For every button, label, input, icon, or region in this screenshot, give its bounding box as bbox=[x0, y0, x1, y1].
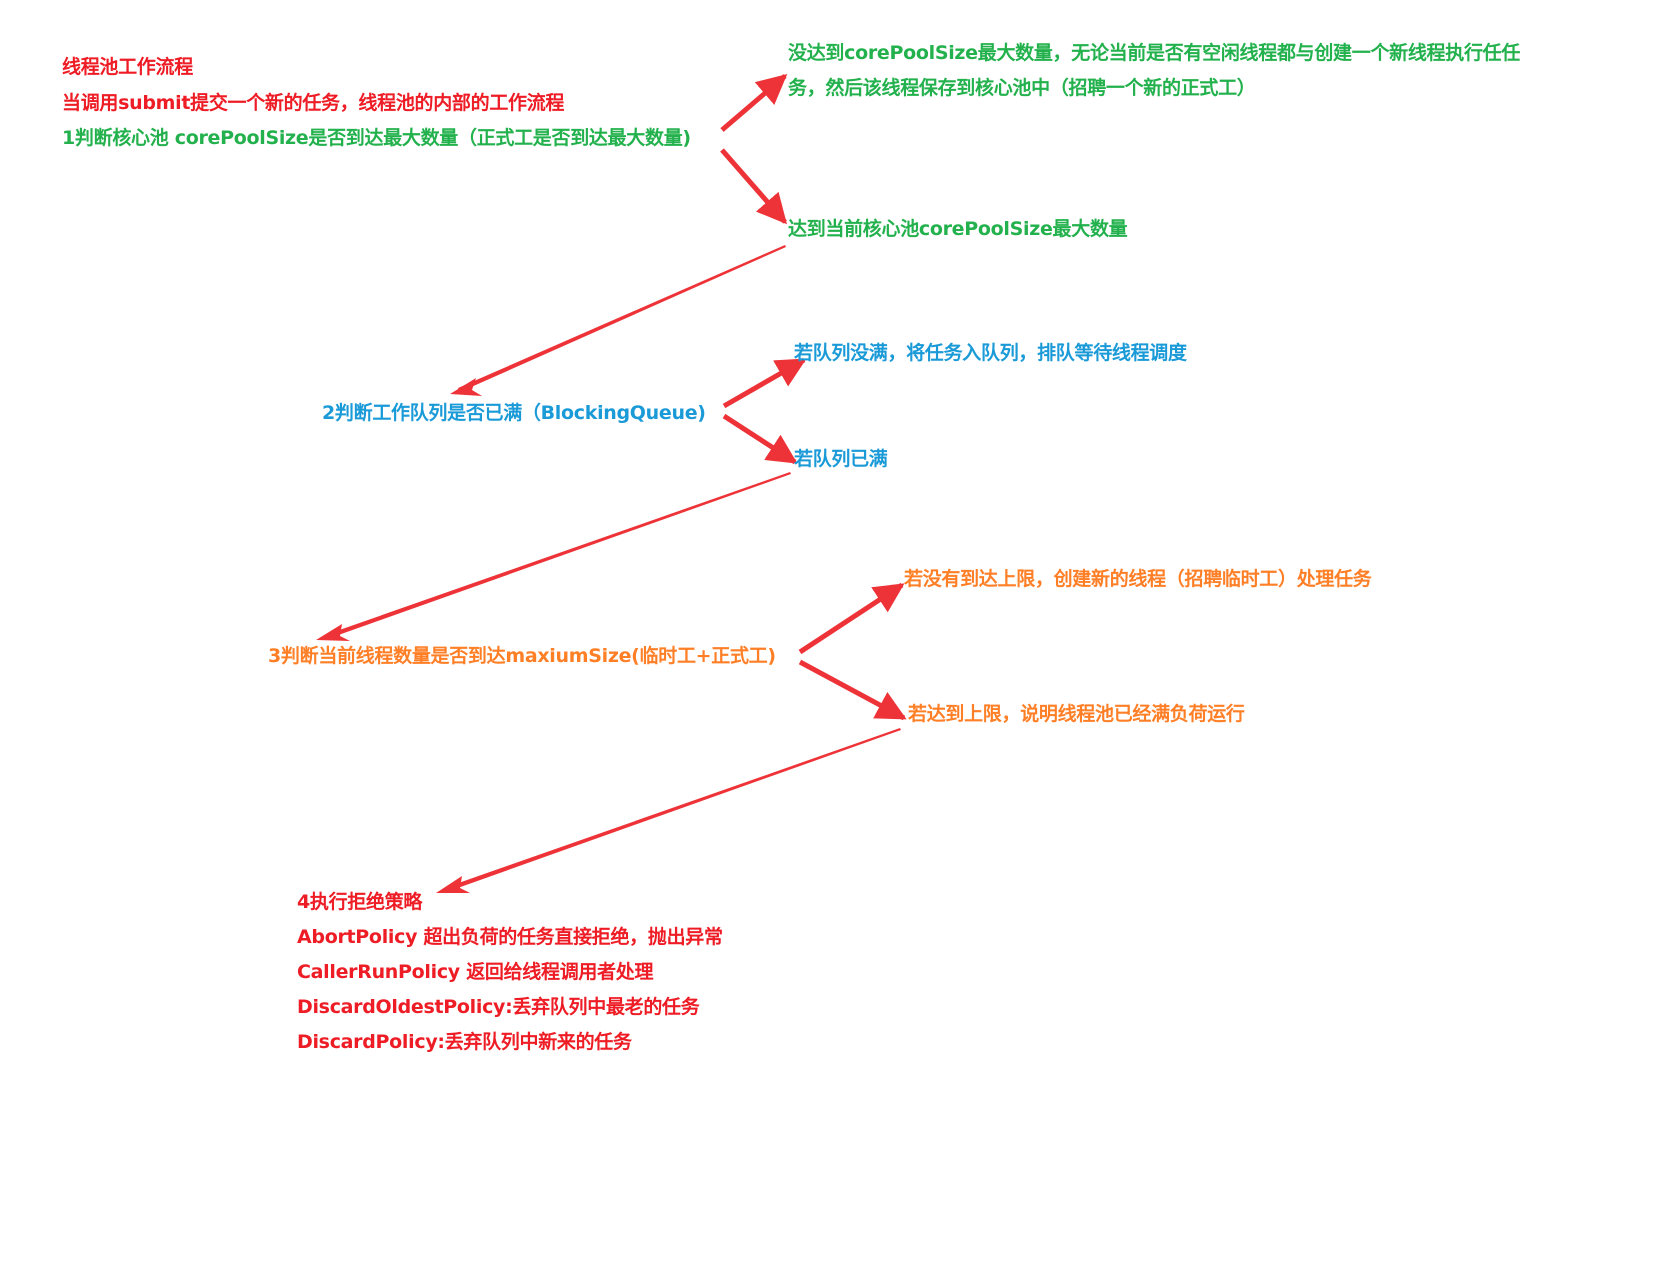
step3-reached: 若达到上限，说明线程池已经满负荷运行 bbox=[908, 703, 1245, 725]
step1-reached: 达到当前核心池corePoolSize最大数量 bbox=[788, 218, 1128, 240]
step2-full: 若队列已满 bbox=[794, 448, 888, 470]
arrow-step1-to-reached bbox=[720, 148, 787, 225]
diagram-subtitle: 当调用submit提交一个新的任务，线程池的内部的工作流程 bbox=[62, 92, 565, 114]
arrow-reached-to-step2 bbox=[458, 245, 786, 392]
step1-not-reached-line1: 没达到corePoolSize最大数量，无论当前是否有空闲线程都与创建一个新线程… bbox=[788, 42, 1521, 64]
policy-discard: DiscardPolicy:丢弃队列中新来的任务 bbox=[297, 1031, 632, 1053]
policy-caller-run: CallerRunPolicy 返回给线程调用者处理 bbox=[297, 961, 654, 983]
step3-not-reached: 若没有到达上限，创建新的线程（招聘临时工）处理任务 bbox=[904, 568, 1372, 590]
policy-discard-oldest: DiscardOldestPolicy:丢弃队列中最老的任务 bbox=[297, 996, 700, 1018]
step3-label: 3判断当前线程数量是否到达maxiumSize(临时工+正式工) bbox=[268, 645, 776, 667]
step2-not-full: 若队列没满，将任务入队列，排队等待线程调度 bbox=[794, 342, 1187, 364]
diagram-title: 线程池工作流程 bbox=[62, 56, 193, 78]
arrow-reached-to-step2-head bbox=[450, 378, 482, 396]
arrow-limit-to-step4 bbox=[450, 728, 901, 890]
arrow-full-to-step3-head bbox=[316, 624, 350, 641]
arrow-step3-to-not-reached bbox=[798, 582, 905, 655]
arrow-full-to-step3 bbox=[328, 472, 791, 638]
step4-label: 4执行拒绝策略 bbox=[297, 891, 423, 913]
arrow-step3-to-reached bbox=[798, 659, 907, 721]
step2-label: 2判断工作队列是否已满（BlockingQueue) bbox=[322, 402, 706, 424]
policy-abort: AbortPolicy 超出负荷的任务直接拒绝，抛出异常 bbox=[297, 926, 723, 948]
arrow-step2-to-not-full bbox=[722, 357, 807, 409]
arrow-step1-to-not-reached bbox=[720, 74, 788, 132]
arrow-step2-to-full bbox=[722, 413, 798, 465]
arrow-limit-to-step4-head bbox=[436, 876, 470, 893]
step1-label: 1判断核心池 corePoolSize是否到达最大数量（正式工是否到达最大数量) bbox=[62, 127, 691, 149]
step1-not-reached-line2: 务，然后该线程保存到核心池中（招聘一个新的正式工） bbox=[788, 77, 1256, 99]
